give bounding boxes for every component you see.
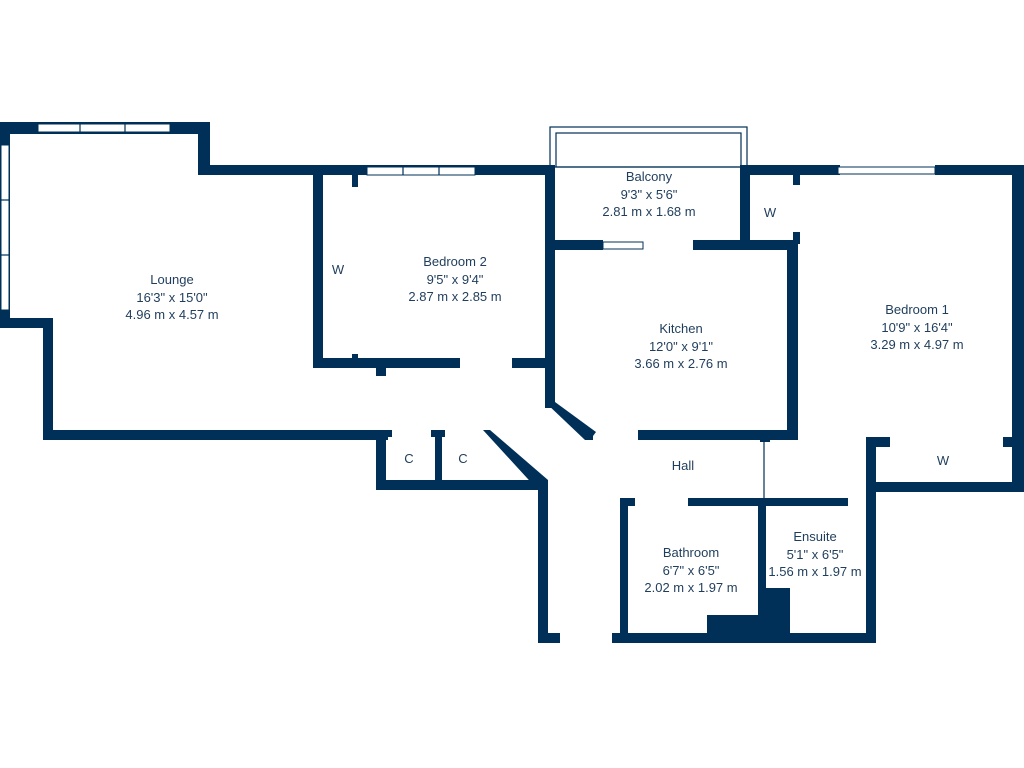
svg-text:Lounge: Lounge <box>150 272 193 287</box>
svg-text:Ensuite: Ensuite <box>793 529 836 544</box>
cupboard-1: C <box>404 451 413 466</box>
svg-text:10'9" x 16'4": 10'9" x 16'4" <box>881 320 953 335</box>
windows <box>0 123 936 498</box>
svg-text:5'1" x 6'5": 5'1" x 6'5" <box>787 547 844 562</box>
svg-text:Bedroom 2: Bedroom 2 <box>423 254 487 269</box>
room-hall: Hall <box>672 458 695 473</box>
walls <box>0 122 1024 643</box>
svg-text:16'3" x 15'0": 16'3" x 15'0" <box>136 290 208 305</box>
room-ensuite: Ensuite 5'1" x 6'5" 1.56 m x 1.97 m <box>768 529 861 579</box>
svg-text:Kitchen: Kitchen <box>659 321 702 336</box>
svg-text:1.56 m x 1.97 m: 1.56 m x 1.97 m <box>768 564 861 579</box>
svg-text:9'3" x 5'6": 9'3" x 5'6" <box>621 187 678 202</box>
svg-text:4.96 m x 4.57 m: 4.96 m x 4.57 m <box>125 307 218 322</box>
room-lounge: Lounge 16'3" x 15'0" 4.96 m x 4.57 m <box>125 272 218 322</box>
svg-text:3.66 m x 2.76 m: 3.66 m x 2.76 m <box>634 356 727 371</box>
balcony-railing <box>549 126 748 168</box>
room-bedroom-1: Bedroom 1 10'9" x 16'4" 3.29 m x 4.97 m <box>870 302 963 352</box>
svg-text:Balcony: Balcony <box>626 169 673 184</box>
svg-text:2.81 m x 1.68 m: 2.81 m x 1.68 m <box>602 204 695 219</box>
room-bathroom: Bathroom 6'7" x 6'5" 2.02 m x 1.97 m <box>644 545 737 595</box>
svg-text:3.29 m x 4.97 m: 3.29 m x 4.97 m <box>870 337 963 352</box>
svg-text:9'5" x 9'4": 9'5" x 9'4" <box>427 272 484 287</box>
wardrobe-bedroom-1-top: W <box>764 205 777 220</box>
svg-text:6'7" x 6'5": 6'7" x 6'5" <box>663 563 720 578</box>
wardrobe-bedroom-1-bottom: W <box>937 453 950 468</box>
svg-text:2.02 m x 1.97 m: 2.02 m x 1.97 m <box>644 580 737 595</box>
svg-text:2.87 m x 2.85 m: 2.87 m x 2.85 m <box>408 289 501 304</box>
cupboard-2: C <box>458 451 467 466</box>
svg-text:12'0" x 9'1": 12'0" x 9'1" <box>649 339 713 354</box>
room-balcony: Balcony 9'3" x 5'6" 2.81 m x 1.68 m <box>602 169 695 219</box>
room-bedroom-2: Bedroom 2 9'5" x 9'4" 2.87 m x 2.85 m <box>408 254 501 304</box>
svg-text:Bedroom 1: Bedroom 1 <box>885 302 949 317</box>
wardrobe-bedroom-2: W <box>332 262 345 277</box>
room-kitchen: Kitchen 12'0" x 9'1" 3.66 m x 2.76 m <box>634 321 727 371</box>
svg-text:Bathroom: Bathroom <box>663 545 719 560</box>
